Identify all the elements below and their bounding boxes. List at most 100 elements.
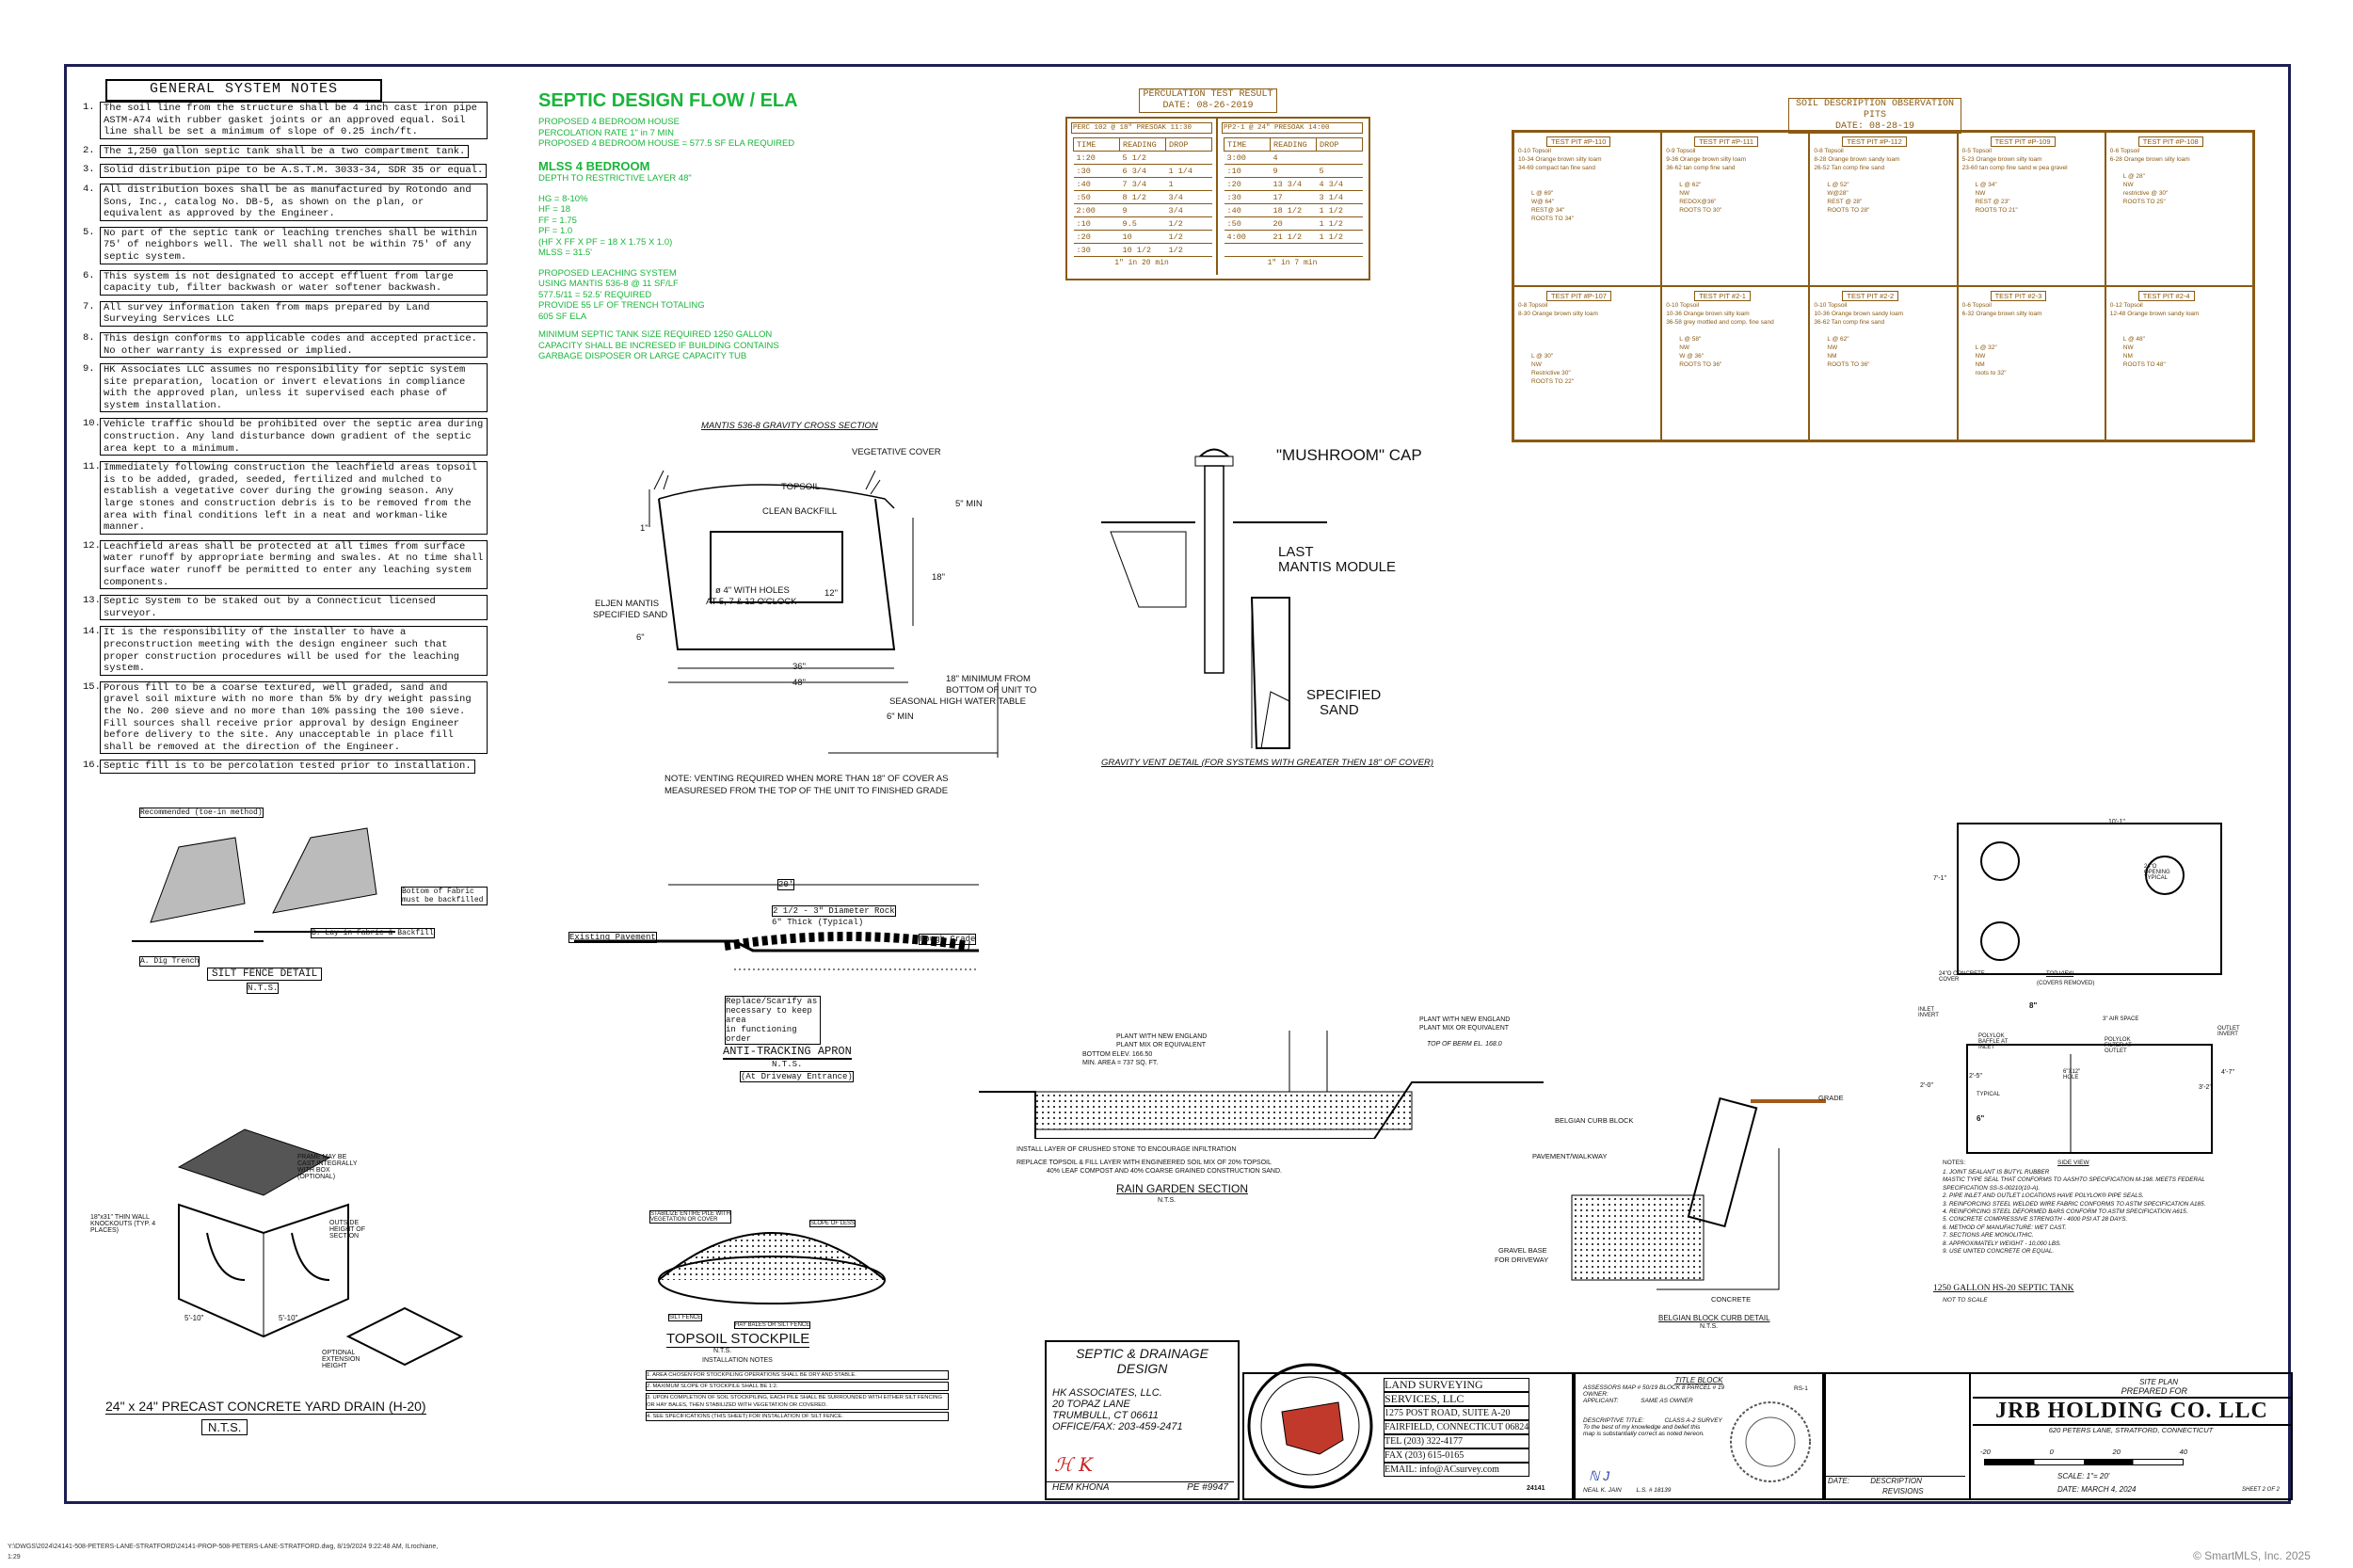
tank-d4: 2'-5" bbox=[1969, 1073, 1982, 1080]
soil-pit-line: 0-6 Topsoil bbox=[1961, 302, 1992, 309]
stockpile-hay: HAY BALES OR SILT FENCE bbox=[734, 1321, 811, 1329]
note-number: 13. bbox=[83, 595, 101, 607]
tank-d2: 3'-2" bbox=[2199, 1084, 2212, 1091]
title-block-surveyor: NEAL K. JAIN L.S. # 18139 bbox=[1583, 1487, 1671, 1494]
perc-right-foot: 1" in 7 min bbox=[1267, 259, 1318, 267]
soil-pit-line: 6-32 Orange brown silty loam bbox=[1961, 311, 2042, 317]
silt-dig: A. Dig Trench bbox=[139, 956, 200, 967]
surveyor-name: NEAL K. JAIN bbox=[1583, 1487, 1622, 1494]
perc-cell: :30 bbox=[1073, 243, 1120, 257]
mantis-title: MANTIS 536-8 GRAVITY CROSS SECTION bbox=[701, 421, 878, 431]
silt-bottom: Bottom of Fabric must be backfilled bbox=[401, 887, 488, 905]
soil-pit-line: ROOTS TO 30" bbox=[1679, 207, 1722, 214]
soil-pit-line: 10-36 Orange brown silty loam bbox=[1666, 311, 1750, 317]
stockpile-drawing bbox=[658, 1232, 886, 1304]
gravity-vent-drawing bbox=[1101, 448, 1327, 749]
tank-side-view: SIDE VIEW bbox=[2057, 1160, 2089, 1166]
drain-outside: OUTSIDE HEIGHT OF SECTION bbox=[329, 1220, 365, 1240]
note-number: 4. bbox=[83, 183, 95, 195]
site-plan-sheet: SHEET 2 OF 2 bbox=[2242, 1487, 2280, 1493]
mantis-holes: AT 5, 7 & 12 O'CLOCK bbox=[706, 597, 797, 607]
mantis-1in: 1" bbox=[640, 523, 648, 534]
mantis-note-1: NOTE: VENTING REQUIRED WHEN MORE THAN 18… bbox=[664, 774, 949, 784]
perc-cell: 8 1/2 bbox=[1119, 190, 1166, 204]
soil-pit-line bbox=[1518, 318, 1657, 327]
general-note: 8.This design conforms to applicable cod… bbox=[83, 331, 488, 359]
soil-pit-line: REST @ 23" bbox=[1975, 199, 2010, 205]
perc-date: DATE: 08-26-2019 bbox=[1162, 101, 1254, 111]
mantis-5min: 5" MIN bbox=[955, 499, 983, 509]
tank-note: 6. METHOD OF MANUFACTURE: WET CAST. bbox=[1943, 1224, 2067, 1231]
flow-line: GARBAGE DISPOSER OR LARGE CAPACITY TUB bbox=[538, 351, 747, 361]
stockpile-notes: 1. AREA CHOSEN FOR STOCKPILING OPERATION… bbox=[646, 1370, 949, 1421]
curb-gravel-1: GRAVEL BASE bbox=[1498, 1246, 1547, 1255]
general-note: 15.Porous fill to be a coarse textured, … bbox=[83, 680, 488, 755]
note-text: HK Associates LLC assumes no responsibil… bbox=[100, 363, 488, 413]
stockpile-nts: N.T.S. bbox=[713, 1348, 732, 1354]
silt-lay: B. Lay in Fabric & Backfill bbox=[311, 928, 435, 938]
general-note: 11.Immediately following construction th… bbox=[83, 461, 488, 535]
perc-cell: 5 bbox=[1316, 164, 1363, 178]
tank-note: 8. APPROXIMATELY WEIGHT - 10,000 LBS. bbox=[1943, 1240, 2061, 1247]
note-number: 3. bbox=[83, 164, 95, 176]
soil-pit-line: NW bbox=[1679, 344, 1690, 351]
soil-pit-line: ROOTS TO 48" bbox=[2122, 361, 2166, 368]
perc-title: PERCULATION TEST RESULT DATE: 08-26-2019 bbox=[1139, 88, 1277, 113]
flow-line: CAPACITY SHALL BE INCRESED IF BUILDING C… bbox=[538, 340, 779, 351]
flow-line: PROPOSED 4 BEDROOM HOUSE = 577.5 SF ELA … bbox=[538, 138, 795, 149]
flow-line: (HF X FF X PF = 18 X 1.75 X 1.0) bbox=[538, 236, 673, 248]
stockpile-note: 2. MAXIMUM SLOPE OF STOCKPILE SHALL BE 1… bbox=[646, 1382, 949, 1391]
note-number: 10. bbox=[83, 418, 101, 430]
soil-pit-line bbox=[2110, 318, 2249, 327]
soil-pit-line: L @ 48" bbox=[2122, 336, 2145, 343]
rain-r3: TOP OF BERM EL. 168.0 bbox=[1427, 1041, 1502, 1048]
perc-cell: 1/2 bbox=[1165, 216, 1212, 231]
perc-cell: 4 bbox=[1270, 151, 1317, 165]
soil-pit-line: REDOX@36" bbox=[1679, 199, 1717, 205]
soil-pit-header: TEST PIT #2-2 bbox=[1842, 291, 1899, 301]
tank-concrete-cover: 24"O CONCRETE COVER bbox=[1939, 971, 1985, 983]
perc-cell: 10 1/2 bbox=[1119, 243, 1166, 257]
septic-flow-title: SEPTIC DESIGN FLOW / ELA bbox=[538, 90, 798, 111]
general-note: 5.No part of the septic tank or leaching… bbox=[83, 226, 488, 264]
perc-col-header: TIME bbox=[1224, 137, 1271, 152]
mlss-title: MLSS 4 BEDROOM bbox=[538, 158, 650, 173]
perc-cell: :20 bbox=[1224, 177, 1271, 191]
surveyor-l7: EMAIL: info@ACsurvey.com bbox=[1384, 1463, 1530, 1477]
mantis-min3: SEASONAL HIGH WATER TABLE bbox=[889, 696, 1026, 707]
soil-pit-line: L @ 28" bbox=[2122, 173, 2145, 180]
note-number: 1. bbox=[83, 102, 95, 113]
tank-note: 1. JOINT SEALANT IS BUTYL RUBBER bbox=[1943, 1169, 2050, 1176]
revisions-box: DATE: DESCRIPTION REVISIONS bbox=[1824, 1372, 1971, 1500]
note-text: The 1,250 gallon septic tank shall be a … bbox=[100, 144, 470, 159]
soil-pit-line: ROOTS TO 28" bbox=[1827, 207, 1870, 214]
perc-cell: 3/4 bbox=[1165, 203, 1212, 217]
title-block-owner: OWNER: bbox=[1583, 1391, 1609, 1398]
drain-d2: 5'-10" bbox=[279, 1314, 298, 1322]
tank-notes-title: NOTES: bbox=[1943, 1160, 1966, 1166]
soil-pit-line: 12-48 Orange brown sandy loam bbox=[2109, 311, 2200, 317]
perc-right-head: PP2-1 @ 24" PRESOAK 14:00 bbox=[1222, 122, 1363, 134]
perc-cell: 1 1/2 bbox=[1316, 203, 1363, 217]
apron-existing: Existing Pavement bbox=[568, 932, 657, 943]
silt-nts: N.T.S. bbox=[247, 983, 280, 994]
curb-pavement: PAVEMENT/WALKWAY bbox=[1532, 1152, 1608, 1160]
apron-replace: Replace/Scarify as necessary to keep are… bbox=[725, 996, 821, 1045]
designer-firm: HK ASSOCIATES, LLC. bbox=[1052, 1387, 1162, 1399]
flow-line: FF = 1.75 bbox=[538, 215, 577, 226]
tank-note: MASTIC TYPE SEAL THAT CONFORMS TO AASHTO… bbox=[1943, 1176, 2205, 1192]
site-plan-date: DATE: MARCH 4, 2024 bbox=[2057, 1485, 2137, 1494]
general-note: 6.This system is not designated to accep… bbox=[83, 269, 488, 296]
applicant-label: APPLICANT: bbox=[1583, 1398, 1619, 1404]
note-text: All survey information taken from maps p… bbox=[100, 300, 488, 327]
soil-title: SOIL DESCRIPTION OBSERVATION PITS DATE: … bbox=[1788, 98, 1961, 134]
site-plan-l2: PREPARED FOR bbox=[2121, 1386, 2187, 1396]
surveyor-l3: 1275 POST ROAD, SUITE A-20 bbox=[1384, 1406, 1530, 1420]
soil-pit-line bbox=[1531, 172, 1657, 181]
rain-l1: PLANT WITH NEW ENGLAND bbox=[1116, 1033, 1208, 1040]
